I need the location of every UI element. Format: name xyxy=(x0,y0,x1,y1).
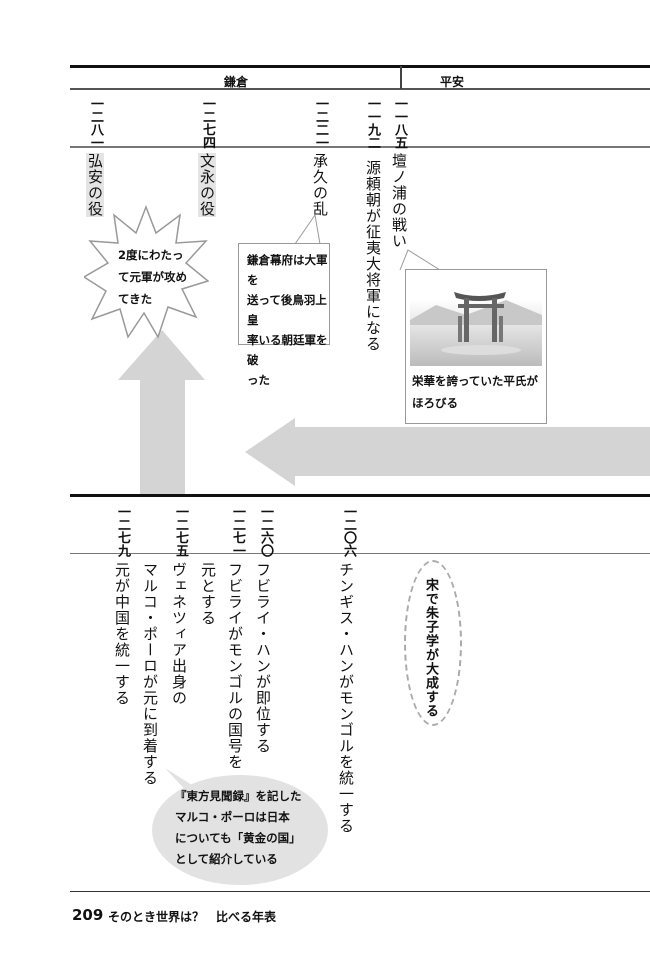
line: ほろびる xyxy=(412,396,458,410)
year: 一二七一 xyxy=(230,505,245,557)
jokyu-callout: 鎌倉幕府は大軍を 送って後鳥羽上皇 率いる朝廷軍を破 った xyxy=(238,243,330,387)
event-yoritomo: 源頼朝が征夷大将軍になる xyxy=(364,160,382,352)
event-bunei: 文永の役 xyxy=(198,153,216,217)
line: 『東方見聞録』を記した xyxy=(175,789,302,803)
up-arrow xyxy=(118,330,205,495)
event-kublai-enthroned: フビライ・ハンが即位する xyxy=(254,562,272,754)
event-dannoura: 壇ノ浦の戦い xyxy=(390,153,408,249)
event-kublai-name: フビライがモンゴルの国号を xyxy=(226,562,244,770)
dannoura-callout: 栄華を誇っていた平氏が ほろびる xyxy=(405,269,547,424)
dannoura-text: 栄華を誇っていた平氏が ほろびる xyxy=(412,370,538,414)
song-note: 宋で朱子学が大成する xyxy=(423,578,438,718)
era-rule xyxy=(70,88,650,90)
event-yuan-unify: 元が中国を統一する xyxy=(113,562,131,706)
year: 一二八一 xyxy=(88,97,103,149)
torii-illustration xyxy=(410,292,542,366)
line: 率いる朝廷軍を破 xyxy=(247,333,328,367)
line: て元軍が攻め xyxy=(118,270,187,284)
year: 一二六〇 xyxy=(258,505,273,557)
year-rule xyxy=(70,146,650,148)
bottom-top-rule xyxy=(70,494,650,497)
top-rule xyxy=(70,65,650,68)
line: 栄華を誇っていた平氏が xyxy=(412,374,538,388)
spiky-bubble-text: 2度にわたっ て元軍が攻め てきた xyxy=(118,244,208,310)
line: 2度にわたっ xyxy=(118,248,184,262)
line: 送って後鳥羽上皇 xyxy=(247,293,327,327)
spiky-bubble-shape xyxy=(84,205,209,339)
page-number: 209 xyxy=(72,906,104,924)
event-yuan-name: 元とする xyxy=(199,562,217,626)
year: 一二七五 xyxy=(173,505,188,557)
year: 一一九二 xyxy=(365,97,380,149)
event-jokyu: 承久の乱 xyxy=(311,153,329,217)
line: として紹介している xyxy=(175,852,278,866)
year: 一二〇六 xyxy=(341,505,356,557)
left-arrow xyxy=(245,418,650,486)
line: 鎌倉幕府は大軍を xyxy=(247,253,328,287)
year: 一一八五 xyxy=(392,97,407,149)
footer-rule xyxy=(70,891,650,892)
event-marco-arrive: マルコ・ポーロが元に到着する xyxy=(141,562,159,786)
event-koan: 弘安の役 xyxy=(86,153,104,217)
event-venice: ヴェネツィア出身の xyxy=(170,562,188,706)
event-genghis: チンギス・ハンがモンゴルを統一する xyxy=(337,562,355,834)
year: 一二七四 xyxy=(200,97,215,149)
era-heian: 平安 xyxy=(440,75,465,89)
year: 一二二一 xyxy=(313,97,328,149)
line: てきた xyxy=(118,292,153,306)
song-note-ellipse xyxy=(404,560,462,726)
marco-bubble-text: 『東方見聞録』を記した マルコ・ポーロは日本 についても「黄金の国」 として紹介… xyxy=(175,786,302,870)
line: った xyxy=(247,373,270,387)
era-divider xyxy=(400,66,402,89)
line: についても「黄金の国」 xyxy=(175,831,301,845)
era-kamakura: 鎌倉 xyxy=(224,75,249,89)
year: 一二七九 xyxy=(115,505,130,557)
footer-title: そのとき世界は？ 比べる年表 xyxy=(108,910,277,924)
line: マルコ・ポーロは日本 xyxy=(175,810,290,824)
bottom-year-rule xyxy=(70,553,650,554)
